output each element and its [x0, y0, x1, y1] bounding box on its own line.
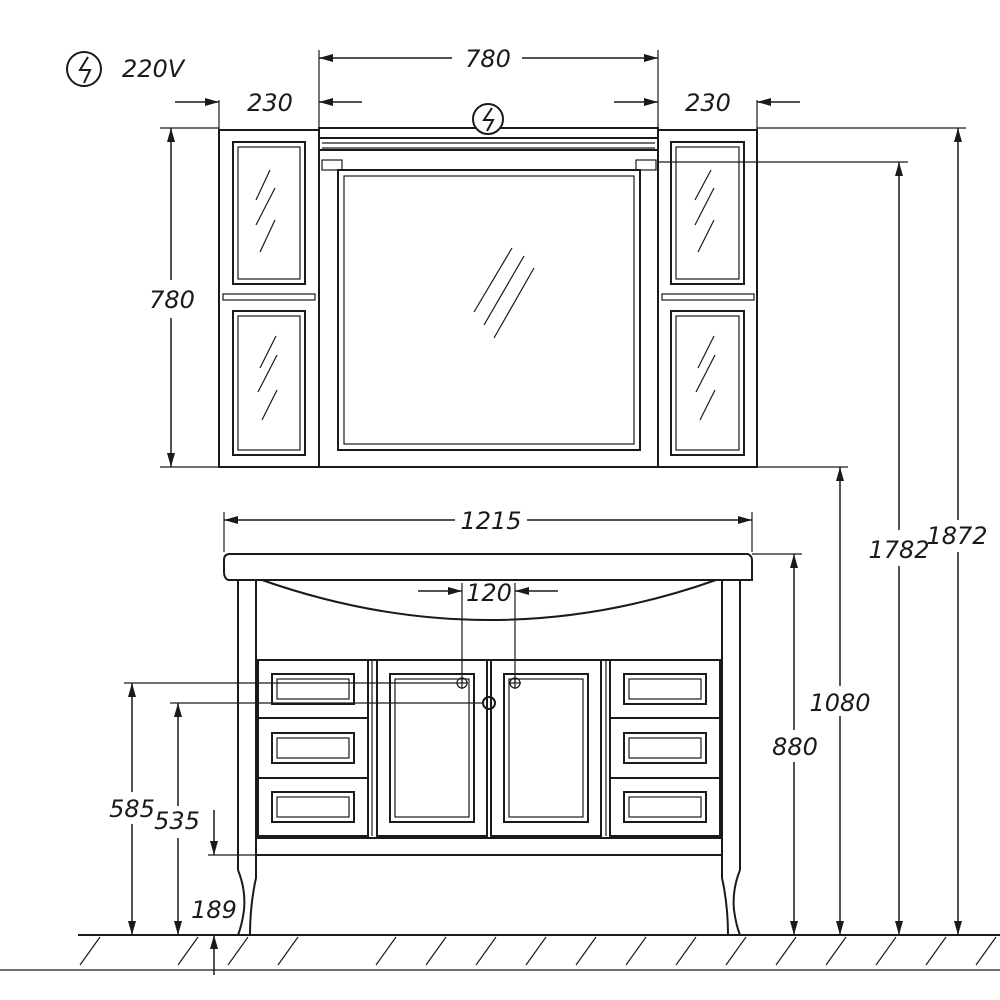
- upper-pipe-height-label: 585: [109, 795, 155, 823]
- right-cabinet-width-dimension: [614, 98, 800, 130]
- vanity-height-label: 880: [772, 733, 818, 761]
- lower-pipe-height-label: 535: [154, 807, 200, 835]
- mirror-bottom-height-dimension: [757, 466, 848, 935]
- mirror-width-label: 780: [465, 45, 511, 73]
- mirror-width-dimension: [318, 50, 659, 130]
- voltage-label: 220V: [122, 55, 186, 83]
- mirror-height-dimension: [160, 127, 219, 468]
- floor-line: [0, 934, 1000, 971]
- vanity-cabinet: [223, 553, 753, 936]
- power-outlet-icon: [66, 51, 102, 87]
- vanity-width-dimension: [223, 512, 753, 552]
- left-cabinet-width-label: 230: [247, 89, 293, 117]
- left-cabinet-width-dimension: [175, 98, 362, 130]
- drain-height-dimension: [208, 810, 256, 975]
- mirror-bottom-height-label: 1080: [809, 689, 870, 717]
- total-height-label: 1872: [926, 522, 987, 550]
- tap-spacing-label: 120: [466, 579, 512, 607]
- total-height-dimension: [757, 127, 966, 935]
- lamp-power-icon: [472, 103, 504, 135]
- drain-height-label: 189: [191, 896, 237, 924]
- mirror-height-label: 780: [149, 286, 195, 314]
- upper-pipe-height-dimension: [124, 682, 456, 935]
- vanity-width-label: 1215: [460, 507, 521, 535]
- mirror-light-height-dimension: [658, 161, 908, 935]
- mirror-light-height-label: 1782: [868, 536, 929, 564]
- mirror-cabinet: [218, 103, 758, 468]
- vanity-height-dimension: [752, 553, 802, 935]
- right-cabinet-width-label: 230: [685, 89, 731, 117]
- tap-spacing-dimension: [418, 583, 558, 683]
- lower-pipe-height-dimension: [170, 702, 483, 935]
